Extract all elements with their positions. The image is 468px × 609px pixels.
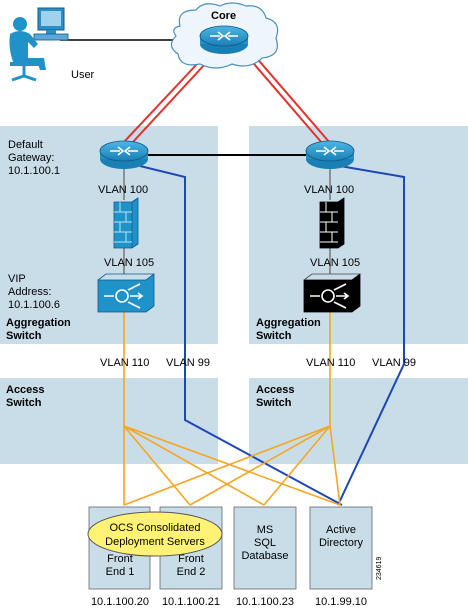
- router-icon: [99, 140, 149, 169]
- core-label: Core: [211, 10, 236, 22]
- left-access-label: Switch: [6, 397, 42, 409]
- content-switch-icon: [97, 273, 155, 313]
- ocs-ellipse: [87, 511, 223, 557]
- left-vlan110-label: VLAN 110: [100, 357, 149, 369]
- user-workstation-icon: [9, 7, 69, 82]
- core-right-link-2: [241, 49, 323, 144]
- router-icon: [305, 140, 355, 169]
- server-ip: 10.1.99.10: [315, 596, 367, 608]
- default-gateway-label: Default: [8, 139, 43, 151]
- vip-label: Address:: [8, 286, 51, 298]
- server-label: End 2: [177, 566, 206, 578]
- server-label: Database: [241, 550, 288, 562]
- vlan110-paths: [123, 312, 341, 506]
- ocs-label: OCS Consolidated: [109, 522, 200, 534]
- figure-id: 234619: [376, 557, 383, 580]
- server-label: End 1: [106, 566, 135, 578]
- right-access-zone: [249, 378, 468, 464]
- left-vlan100-label: VLAN 100: [98, 184, 148, 196]
- server-ip: 10.1.100.21: [162, 596, 220, 608]
- right-vlan110-label: VLAN 110: [306, 357, 355, 369]
- right-vlan105-label: VLAN 105: [310, 257, 360, 269]
- left-aggregation-label: Aggregation: [6, 317, 71, 329]
- left-access-label: Access: [6, 384, 45, 396]
- left-vlan99-label: VLAN 99: [166, 357, 210, 369]
- left-vlan105-label: VLAN 105: [104, 257, 154, 269]
- server-label: SQL: [254, 537, 276, 549]
- left-access-zone: [0, 378, 218, 464]
- right-vlan99-label: VLAN 99: [372, 357, 416, 369]
- server-label: Front: [178, 553, 204, 565]
- firewall-icon: [113, 197, 139, 249]
- server-box-active-directory: [309, 506, 373, 590]
- right-access-label: Switch: [256, 397, 292, 409]
- default-gateway-ip: 10.1.100.1: [8, 165, 60, 177]
- left-vlan99-path: [139, 165, 343, 506]
- router-icon: [199, 25, 249, 54]
- vip-label: VIP: [8, 273, 26, 285]
- ocs-label: Deployment Servers: [105, 536, 205, 548]
- default-gateway-label: Gateway:: [8, 152, 54, 164]
- vip-address: 10.1.100.6: [8, 299, 60, 311]
- content-switch-icon: [303, 273, 361, 313]
- firewall-icon: [319, 197, 345, 249]
- server-label: Front: [107, 553, 133, 565]
- server-label: Active: [326, 524, 356, 536]
- left-aggregation-label: Switch: [6, 330, 42, 342]
- right-aggregation-label: Switch: [256, 330, 292, 342]
- core-right-link: [247, 47, 331, 144]
- server-label: MS: [257, 524, 274, 536]
- server-ip: 10.1.100.20: [91, 596, 149, 608]
- right-access-label: Access: [256, 384, 295, 396]
- server-ip: 10.1.100.23: [236, 596, 294, 608]
- server-label: Directory: [319, 537, 364, 549]
- right-vlan100-label: VLAN 100: [304, 184, 354, 196]
- user-label: User: [71, 69, 95, 81]
- server-box-sql: [233, 506, 297, 590]
- right-aggregation-zone: [249, 126, 468, 344]
- right-vlan99-path: [337, 165, 405, 506]
- right-aggregation-label: Aggregation: [256, 317, 321, 329]
